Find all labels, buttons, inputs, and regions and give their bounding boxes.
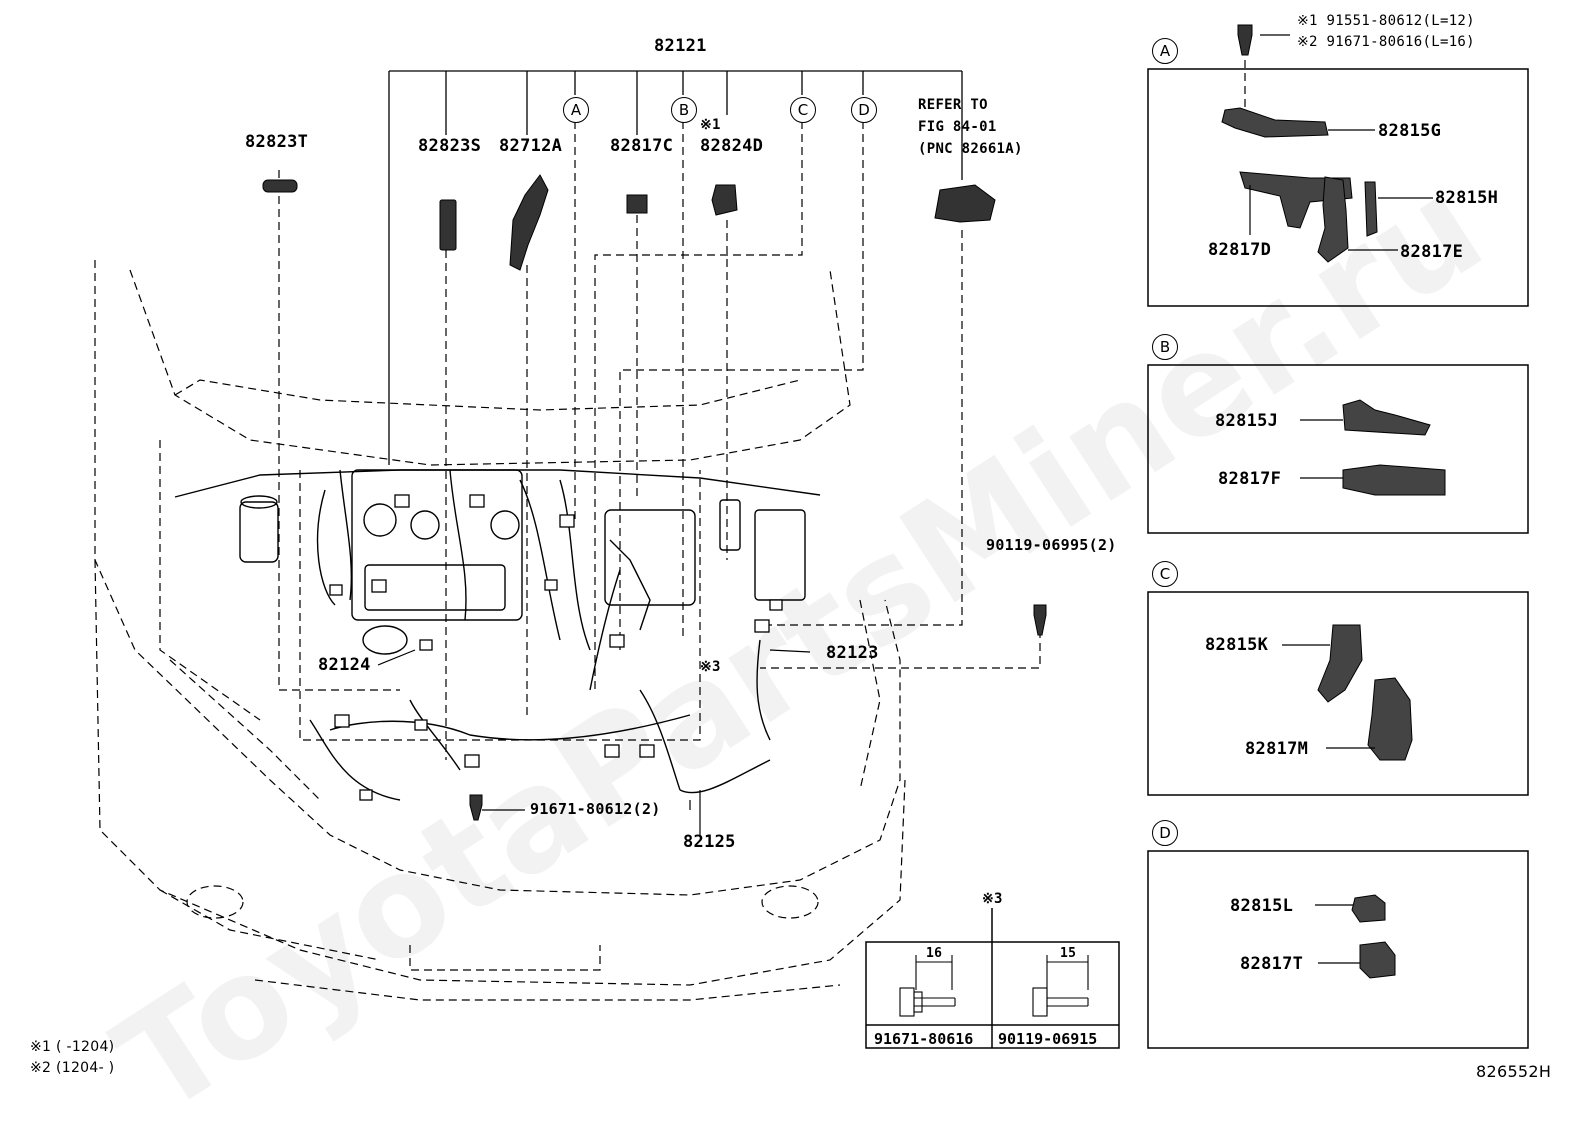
inset-B-box [1147,364,1529,534]
inset-A-box [1147,68,1529,307]
bolt-table-col2-length: 15 [1060,946,1077,961]
callout-circle-C: C [790,97,816,123]
footnote-1: ※1 ( -1204) [30,1039,115,1055]
inset-A-bolt1: ※1 91551-80612(L=12) [1297,13,1475,29]
diagram-code: 826552H [1476,1062,1552,1081]
label-82124: 82124 [318,655,371,675]
part-82824D-icon [711,184,738,216]
label-82817F: 82817F [1218,469,1282,489]
label-82817C: 82817C [610,136,674,156]
bolt-table-col1-length: 16 [926,946,943,961]
label-82817E: 82817E [1400,242,1464,262]
label-82815H: 82815H [1435,188,1499,208]
diagram-lines [94,24,1529,1049]
label-bolt-91671-80612: 91671-80612(2) [530,800,661,818]
label-82823S: 82823S [418,136,482,156]
label-82824D: 82824D [700,136,764,156]
inset-D-box [1147,850,1529,1049]
part-82823T-icon [262,179,298,193]
inset-A-bolt2: ※2 91671-80616(L=16) [1297,34,1475,50]
inset-B-circle: B [1152,334,1178,360]
callout-circle-B: B [671,97,697,123]
bolt-table-col2-part: 90119-06915 [998,1030,1098,1048]
part-82661A-icon [934,184,996,223]
label-82815J: 82815J [1215,411,1279,431]
mark-note-3: ※3 [700,659,721,675]
bolt-91671-icon [469,794,483,821]
callout-circle-A: A [563,97,589,123]
part-82712A-icon [509,174,549,271]
callout-circle-D: D [851,97,877,123]
label-82123: 82123 [826,643,879,663]
mark-note-1: ※1 [700,117,721,133]
parts-diagram: ToyotaPartsMiner.ru [30,13,1552,1147]
bolt-table-mark: ※3 [982,891,1003,907]
label-82817D: 82817D [1208,240,1272,260]
bolt-inset-A-icon [1237,24,1253,56]
label-82121: 82121 [654,36,707,56]
part-82817C-icon [626,194,648,214]
label-82817T: 82817T [1240,954,1304,974]
label-82815K: 82815K [1205,635,1269,655]
label-82815G: 82815G [1378,121,1442,141]
refer-note-line2: FIG 84-01 [918,119,997,135]
inset-A-circle: A [1152,38,1178,64]
part-82823S-icon [439,199,457,251]
label-bolt-90119-06995: 90119-06995(2) [986,536,1117,554]
inset-C-circle: C [1152,561,1178,587]
inset-C-box [1147,591,1529,796]
refer-note-line1: REFER TO [918,97,988,113]
refer-note-line3: (PNC 82661A) [918,141,1023,157]
bolt-90119-icon [1033,604,1047,636]
label-82823T: 82823T [245,132,309,152]
label-82712A: 82712A [499,136,563,156]
inset-D-circle: D [1152,820,1178,846]
footnote-2: ※2 (1204- ) [30,1060,115,1076]
bolt-table-col1-part: 91671-80616 [874,1030,974,1048]
label-82815L: 82815L [1230,896,1294,916]
label-82817M: 82817M [1245,739,1309,759]
label-82125: 82125 [683,832,736,852]
